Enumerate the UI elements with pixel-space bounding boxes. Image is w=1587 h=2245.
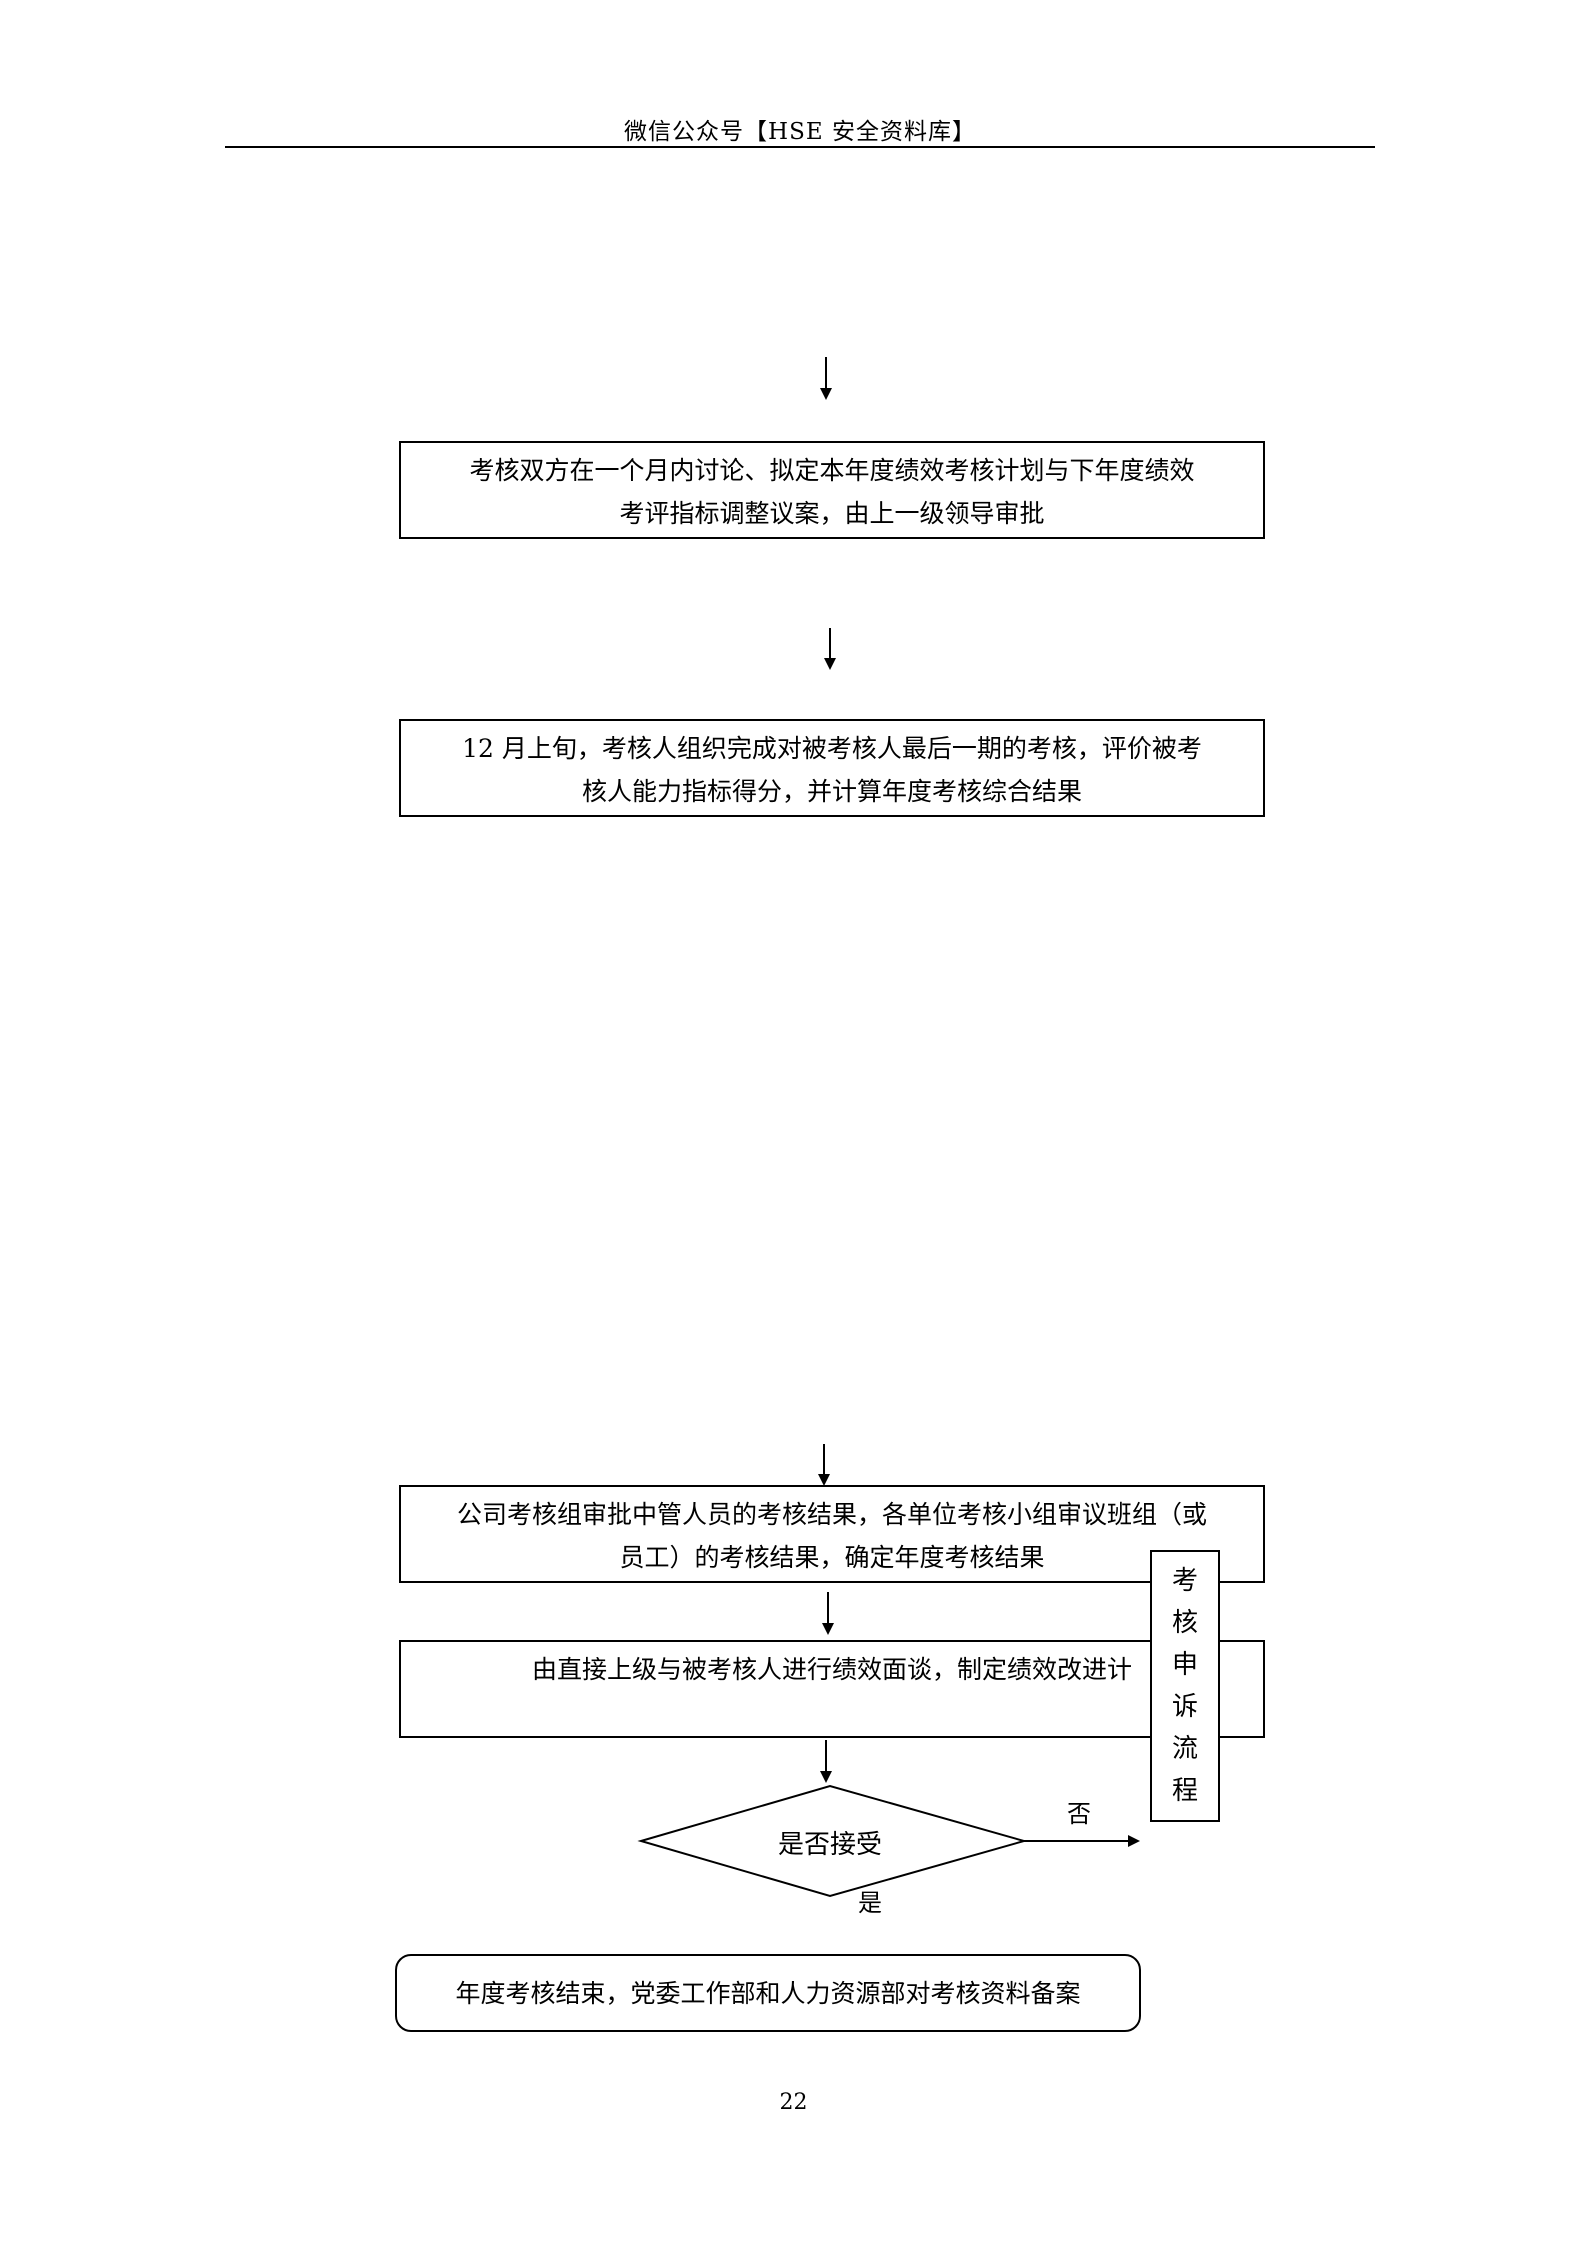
- process-box-plan: 考核双方在一个月内讨论、拟定本年度绩效考核计划与下年度绩效 考评指标调整议案，由…: [399, 441, 1265, 539]
- branch-label-no: 否: [1067, 1800, 1091, 1828]
- process-box-approval: 公司考核组审批中管人员的考核结果，各单位考核小组审议班组（或 员工）的考核结果，…: [399, 1485, 1265, 1583]
- box-line: 12 月上旬，考核人组织完成对被考核人最后一期的考核，评价被考: [462, 734, 1202, 763]
- box-line: 员工）的考核结果，确定年度考核结果: [619, 1543, 1045, 1572]
- page-header: 微信公众号【HSE 安全资料库】: [624, 119, 976, 145]
- appeal-char: 考: [1171, 1566, 1198, 1596]
- appeal-char: 申: [1171, 1650, 1198, 1680]
- terminal-text: 年度考核结束，党委工作部和人力资源部对考核资料备案: [455, 1978, 1081, 2008]
- process-box-final-review: 12 月上旬，考核人组织完成对被考核人最后一期的考核，评价被考 核人能力指标得分…: [399, 719, 1265, 817]
- appeal-char: 程: [1171, 1776, 1198, 1806]
- header-rule: [225, 146, 1375, 148]
- appeal-char: 诉: [1171, 1692, 1198, 1722]
- box-line: 由直接上级与被考核人进行绩效面谈，制定绩效改进计: [531, 1655, 1132, 1684]
- appeal-char: 核: [1171, 1608, 1198, 1638]
- terminal-box-archive: 年度考核结束，党委工作部和人力资源部对考核资料备案: [395, 1954, 1141, 2032]
- branch-label-yes: 是: [858, 1889, 882, 1917]
- box-line: 考核双方在一个月内讨论、拟定本年度绩效考核计划与下年度绩效: [469, 456, 1195, 485]
- box-line: 公司考核组审批中管人员的考核结果，各单位考核小组审议班组（或: [456, 1500, 1207, 1529]
- appeal-char: 流: [1171, 1734, 1198, 1764]
- box-line: 核人能力指标得分，并计算年度考核综合结果: [581, 777, 1082, 806]
- process-box-interview: 由直接上级与被考核人进行绩效面谈，制定绩效改进计: [399, 1640, 1265, 1738]
- box-line: 考评指标调整议案，由上一级领导审批: [619, 499, 1045, 528]
- page-number: 22: [779, 2090, 808, 2115]
- appeal-process-box: 考 核 申 诉 流 程: [1150, 1550, 1220, 1822]
- decision-label: 是否接受: [777, 1830, 882, 1860]
